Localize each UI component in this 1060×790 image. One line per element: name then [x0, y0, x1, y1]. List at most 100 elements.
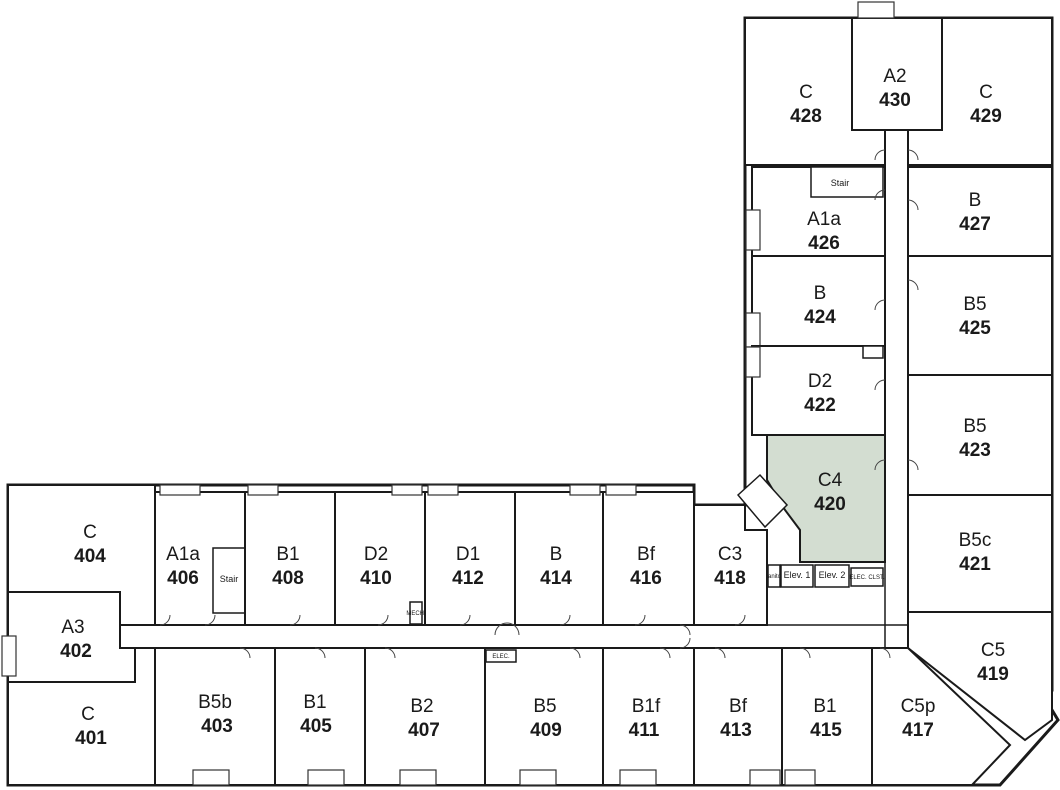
elevator-2[interactable]: Elev. 2	[814, 564, 850, 588]
room-415-type: B1	[813, 696, 836, 717]
room-413-type: Bf	[729, 696, 748, 717]
room-428-number: 428	[790, 106, 822, 127]
room-406-type: A1a	[166, 544, 200, 565]
room-405[interactable]: B1 405	[274, 647, 366, 786]
room-414-type: B	[550, 544, 563, 565]
elevator-1[interactable]: Elev. 1	[780, 564, 814, 588]
room-429[interactable]: C 429	[907, 17, 1053, 166]
room-412-type: D1	[456, 544, 480, 565]
janitor-closet[interactable]: Janitor	[765, 564, 783, 588]
elevator-2-label: Elev. 2	[819, 570, 846, 580]
room-415-number: 415	[810, 720, 842, 741]
room-407[interactable]: B2 407	[364, 647, 486, 786]
room-403-number: 403	[201, 716, 233, 737]
electrical-closet-label: ELEC. CLST.	[849, 575, 885, 581]
corridor-vertical	[884, 150, 909, 650]
window	[519, 769, 557, 786]
room-418-number: 418	[714, 568, 746, 589]
room-401-type: C	[81, 704, 95, 725]
room-411[interactable]: B1f 411	[602, 647, 695, 786]
corridor-horizontal	[120, 624, 908, 649]
room-410-number: 410	[360, 568, 392, 589]
room-401[interactable]: C 401	[7, 647, 156, 786]
room-425[interactable]: B5 425	[907, 255, 1053, 376]
room-425-number: 425	[959, 318, 991, 339]
electrical-room[interactable]: ELEC.	[485, 649, 517, 663]
room-427[interactable]: B 427	[907, 166, 1053, 257]
room-417-type: C5p	[901, 696, 936, 717]
room-408-number: 408	[272, 568, 304, 589]
room-412-number: 412	[452, 568, 484, 589]
window	[159, 484, 201, 496]
entry-vestibule[interactable]	[736, 473, 789, 529]
window	[619, 769, 657, 786]
window	[1, 635, 17, 677]
room-418[interactable]: C3 418	[693, 504, 768, 626]
room-425-type: B5	[963, 294, 986, 315]
room-426-number: 426	[808, 233, 840, 254]
room-429-type: C	[979, 82, 993, 103]
room-421-number: 421	[959, 554, 991, 575]
room-422[interactable]: D2 422	[745, 345, 886, 436]
janitor-label: Janitor	[765, 574, 783, 580]
room-404-number: 404	[74, 546, 106, 567]
room-427-number: 427	[959, 214, 991, 235]
stair-west[interactable]: Stair	[212, 547, 246, 614]
room-430-type: A2	[883, 66, 906, 87]
window	[784, 769, 816, 786]
room-422-type: D2	[808, 371, 832, 392]
window	[247, 484, 279, 496]
room-404-type: C	[83, 522, 97, 543]
window	[745, 209, 761, 251]
room-420[interactable]: C4 420	[766, 434, 886, 563]
room-416[interactable]: Bf 416	[602, 484, 695, 626]
room-417[interactable]: C5p 417	[871, 647, 1012, 786]
mech-label: MECH.	[406, 611, 426, 617]
room-402-number: 402	[60, 641, 92, 662]
window	[192, 769, 230, 786]
room-413[interactable]: Bf 413	[693, 647, 783, 786]
window	[857, 1, 895, 19]
window	[569, 484, 601, 496]
room-424-type: B	[814, 283, 827, 304]
room-416-number: 416	[630, 568, 662, 589]
room-402-type: A3	[61, 617, 84, 638]
room-430-number: 430	[879, 90, 911, 111]
room-406-number: 406	[167, 568, 199, 589]
room-421[interactable]: B5c 421	[907, 494, 1053, 613]
stair-west-label: Stair	[220, 574, 239, 584]
room-427-type: B	[969, 190, 982, 211]
room-419[interactable]: C5 419	[907, 611, 1053, 742]
room-428-type: C	[799, 82, 813, 103]
room-420-type: C4	[818, 470, 843, 491]
room-403[interactable]: B5b 403	[154, 647, 276, 786]
room-402[interactable]: A3 402	[1, 591, 136, 683]
room-412[interactable]: D1 412	[424, 484, 516, 626]
room-420-number: 420	[814, 494, 846, 515]
room-424[interactable]: B 424	[745, 255, 886, 348]
room-414[interactable]: B 414	[514, 484, 604, 626]
room-407-number: 407	[408, 720, 440, 741]
room-411-type: B1f	[632, 696, 661, 717]
window	[605, 484, 637, 496]
room-429-number: 429	[970, 106, 1002, 127]
room-415[interactable]: B1 415	[781, 647, 873, 786]
electrical-closet[interactable]: ELEC. CLST.	[849, 567, 885, 587]
room-414-number: 414	[540, 568, 572, 589]
window	[745, 346, 761, 378]
elevator-1-label: Elev. 1	[784, 570, 811, 580]
room-417-number: 417	[902, 720, 934, 741]
stair-north-label: Stair	[831, 178, 850, 188]
room-423[interactable]: B5 423	[907, 374, 1053, 496]
window	[749, 769, 781, 786]
room-430[interactable]: A2 430	[851, 1, 943, 131]
room-408[interactable]: B1 408	[244, 484, 336, 626]
room-426-type: A1a	[807, 209, 841, 230]
room-424-number: 424	[804, 307, 836, 328]
room-403-type: B5b	[198, 692, 232, 713]
room-409[interactable]: B5 409	[484, 647, 604, 786]
stair-north[interactable]: Stair	[810, 166, 884, 198]
room-410[interactable]: MECH. D2 410	[334, 484, 426, 626]
room-407-type: B2	[410, 696, 433, 717]
